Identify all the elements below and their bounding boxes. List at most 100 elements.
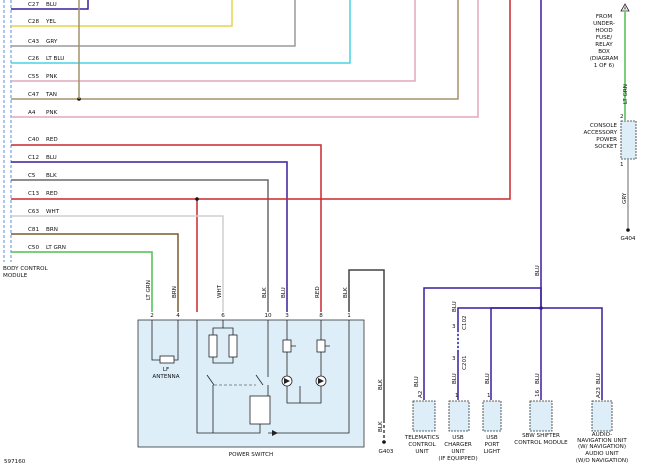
antenna-label-line1: LF xyxy=(163,367,169,373)
module-label: (IF EQUIPPED) xyxy=(438,456,477,462)
module-pin: 16 xyxy=(535,389,541,397)
bcm-wire-color: TAN xyxy=(45,92,57,98)
power-socket-box xyxy=(620,120,637,160)
ps-wire-color: RED xyxy=(315,286,321,298)
ps-pin: 10 xyxy=(264,313,272,319)
wire-c47-tan xyxy=(11,0,459,100)
module-label: AUDIO UNIT xyxy=(585,451,619,457)
fuse-note: HOOD xyxy=(595,28,612,34)
usb-port-light xyxy=(482,400,502,432)
ps-wire-color: BLK xyxy=(343,287,349,298)
relay-block xyxy=(249,395,271,425)
bcm-label-line1: BODY CONTROL xyxy=(3,266,49,272)
ps-wire-color: BLU xyxy=(281,287,287,298)
ground-dot xyxy=(626,228,630,232)
bcm-wire-color: RED xyxy=(46,191,58,197)
ps-wire-color: LT GRN xyxy=(146,280,152,300)
wire-a4-pnk xyxy=(11,0,479,118)
module-label: UNIT xyxy=(451,449,465,455)
bus-lower-connector: C201 xyxy=(462,355,468,370)
modules: A2 BLU TELEMATICS CONTROL UNIT 1 USB CHA… xyxy=(404,373,628,464)
module-label: UNIT xyxy=(415,449,429,455)
bcm-pin: C13 xyxy=(28,191,39,197)
bcm-wire-color: BLK xyxy=(46,173,57,179)
ps-pin: 3 xyxy=(285,313,289,319)
bcm-pin: C5 xyxy=(28,173,36,179)
fuse-arrow-icon xyxy=(620,3,630,12)
bcm-pin: C50 xyxy=(28,245,39,251)
ps-pin: 6 xyxy=(221,313,225,319)
bcm-wire-color: BLU xyxy=(46,2,57,8)
module-label: TELEMATICS xyxy=(404,435,440,441)
socket-bottom-pin: 1 xyxy=(620,162,624,168)
bcm-wire-color: WHT xyxy=(46,209,60,215)
module-wire: BLU xyxy=(596,373,602,384)
wire-c26-ltblu xyxy=(11,0,351,64)
wire-c12-blu xyxy=(11,161,288,312)
wire-c27-blu xyxy=(11,0,89,10)
module-pin: A2 xyxy=(418,391,424,398)
module-label: CHARGER xyxy=(444,442,472,448)
module-label: AUDIO- xyxy=(592,432,612,438)
bcm-label-line2: MODULE xyxy=(3,273,28,279)
wire-c81-brn xyxy=(11,233,179,312)
figure-id: 597160 xyxy=(4,459,26,465)
bus-upper-pin: 3 xyxy=(452,324,456,330)
fuse-and-socket: A FROM UNDER- HOOD FUSE/ RELAY BOX (DIAG… xyxy=(583,3,637,242)
wire-c40-red xyxy=(11,144,322,312)
bcm-pin: C81 xyxy=(28,227,39,233)
bcm-pin: C26 xyxy=(28,56,39,62)
body-control-module: BODY CONTROL MODULE xyxy=(3,0,49,279)
antenna-label-line2: ANTENNA xyxy=(152,374,179,380)
bcm-wire-color: LT BLU xyxy=(46,56,64,62)
bus-lower-pin: 3 xyxy=(452,356,456,362)
module-label: (W/ NAVIGATION) xyxy=(578,444,626,450)
socket-top-wire: LT GRN xyxy=(623,84,629,104)
wire-c13-red xyxy=(11,0,511,200)
module-pin: 1 xyxy=(455,393,459,399)
usb-charger-unit xyxy=(448,400,470,432)
bcm-pin: C40 xyxy=(28,137,39,143)
bcm-pin: C47 xyxy=(28,92,39,98)
fuse-note: 1 OF 6) xyxy=(594,63,614,69)
fuse-note: UNDER- xyxy=(593,21,615,27)
socket-label: SOCKET xyxy=(595,144,618,150)
fuse-note: FUSE/ xyxy=(596,35,612,41)
bcm-wire-color: BRN xyxy=(46,227,58,233)
socket-label: CONSOLE xyxy=(590,123,618,129)
module-label: LIGHT xyxy=(484,449,501,455)
bcm-pin: C55 xyxy=(28,74,39,80)
bcm-wire-color: PNK xyxy=(46,110,58,116)
socket-bottom-wire: GRY xyxy=(622,192,628,204)
g404-label: G404 xyxy=(620,236,635,242)
bcm-wire-color: RED xyxy=(46,137,58,143)
module-label: CONTROL xyxy=(408,442,436,448)
blu-bus: BLU BLU 3 C102 C201 3 BLU xyxy=(423,0,603,400)
bcm-wire-color: GRY xyxy=(46,39,58,45)
wire-c5-blk xyxy=(11,179,269,312)
fuse-arrow-glyph: A xyxy=(624,6,627,11)
power-switch-box xyxy=(137,319,365,448)
socket-top-pin: 2 xyxy=(620,114,624,120)
bcm-wires xyxy=(11,0,511,312)
bcm-pin: C43 xyxy=(28,39,39,45)
ps-pin: 1 xyxy=(347,313,351,319)
module-label: PORT xyxy=(485,442,500,448)
bcm-wire-color: YEL xyxy=(45,19,57,25)
module-pin: 1 xyxy=(487,393,491,399)
resistor-block xyxy=(228,334,238,358)
audio-navigation-unit xyxy=(591,400,613,432)
power-switch: POWER SWITCH 2 4 6 10 3 8 1 LT GRN BRN W… xyxy=(137,269,394,458)
fuse-note: RELAY xyxy=(595,42,613,48)
ps-wire-color: BLK xyxy=(262,287,268,298)
bus-wire-label: BLU xyxy=(535,265,541,276)
bcm-pin: C27 xyxy=(28,2,39,8)
bcm-pin: C12 xyxy=(28,155,39,161)
module-label: CONTROL MODULE xyxy=(514,440,568,446)
splice-dot xyxy=(195,197,199,201)
g403-wire-bottom: BLK xyxy=(378,421,384,432)
ps-pin: 2 xyxy=(150,313,154,319)
bcm-wire-color: PNK xyxy=(46,74,58,80)
wire-c28-yel xyxy=(11,0,233,27)
